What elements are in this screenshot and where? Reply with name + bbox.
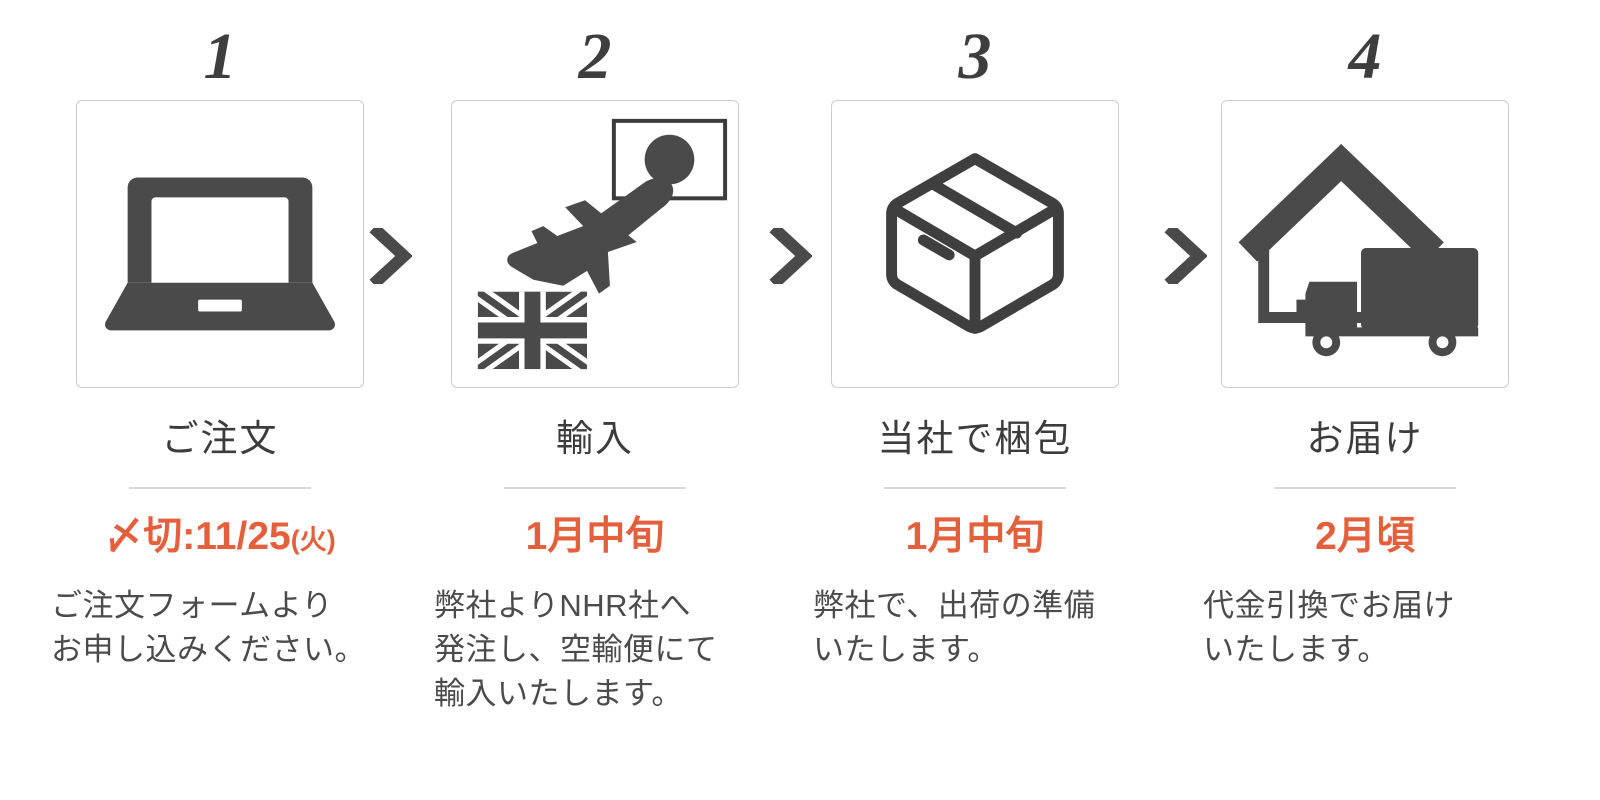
- chevron-right-icon: [368, 228, 412, 284]
- step-4: 4: [1170, 0, 1560, 672]
- step-4-title: お届け: [1306, 418, 1424, 459]
- step-separator-1: [368, 228, 412, 284]
- step-2-divider: [504, 487, 686, 489]
- step-1-date: 〆切:11/25(火): [70, 517, 370, 556]
- step-3-divider: [884, 487, 1066, 489]
- step-1-body: ご注文フォームより お申し込みください。: [51, 584, 381, 672]
- package-box-icon: [832, 101, 1118, 387]
- step-2-icon-box: [451, 100, 739, 388]
- body-line: 弊社よりNHR社へ: [434, 588, 692, 623]
- body-line: 輸入いたします。: [434, 676, 683, 712]
- body-line: ご注文フォームより: [51, 588, 333, 623]
- step-1-icon-box: [76, 100, 364, 388]
- truck-icon: [1296, 247, 1479, 357]
- step-2-date: 1月中旬: [445, 517, 745, 556]
- step-separator-3: [1163, 228, 1207, 284]
- step-2: 2: [390, 0, 780, 716]
- step-4-divider: [1274, 487, 1456, 489]
- airplane-import-icon: [452, 101, 738, 387]
- body-line: 代金引換でお届け: [1203, 588, 1455, 623]
- step-1-divider: [129, 487, 311, 489]
- step-2-date-main: 1月中旬: [525, 515, 665, 558]
- body-line: いたします。: [813, 632, 999, 668]
- step-3-title: 当社で梱包: [877, 418, 1073, 459]
- laptop-icon: [77, 101, 363, 387]
- step-number-3: 3: [958, 20, 992, 93]
- airplane-icon: [507, 178, 674, 294]
- body-line: いたします。: [1203, 632, 1389, 668]
- step-1: 1 ご注文 〆切:11/25(火) ご注文フォームより お申し込みください。: [0, 0, 390, 672]
- step-2-title: 輸入: [556, 418, 634, 459]
- house-delivery-truck-icon: [1222, 101, 1508, 387]
- step-separator-2: [768, 228, 812, 284]
- step-3-date: 1月中旬: [825, 517, 1125, 556]
- step-3-body: 弊社で、出荷の準備 いたします。: [813, 584, 1143, 672]
- step-1-title: ご注文: [161, 418, 279, 459]
- step-number-4: 4: [1348, 20, 1382, 93]
- step-1-date-suffix: (火): [290, 525, 336, 555]
- chevron-right-icon: [768, 228, 812, 284]
- step-3: 3 当社で梱包 1月中旬 弊社で、出荷の準備 いたしま: [780, 0, 1170, 672]
- body-line: お申し込みください。: [51, 632, 366, 668]
- step-3-date-main: 1月中旬: [905, 515, 1045, 558]
- step-3-icon-box: [831, 100, 1119, 388]
- step-number-2: 2: [578, 20, 612, 93]
- chevron-right-icon: [1163, 228, 1207, 284]
- step-1-date-main: 〆切:11/25: [104, 515, 291, 558]
- step-4-date-main: 2月頃: [1315, 515, 1415, 558]
- body-line: 弊社で、出荷の準備: [813, 588, 1096, 623]
- step-4-date: 2月頃: [1215, 517, 1515, 556]
- step-number-1: 1: [203, 20, 237, 93]
- step-4-icon-box: [1221, 100, 1509, 388]
- step-4-body: 代金引換でお届け いたします。: [1203, 584, 1533, 672]
- body-line: 発注し、空輸便にて: [434, 632, 718, 668]
- uk-flag-icon: [477, 291, 588, 370]
- step-2-body: 弊社よりNHR社へ 発注し、空輸便にて 輸入いたします。: [434, 584, 754, 716]
